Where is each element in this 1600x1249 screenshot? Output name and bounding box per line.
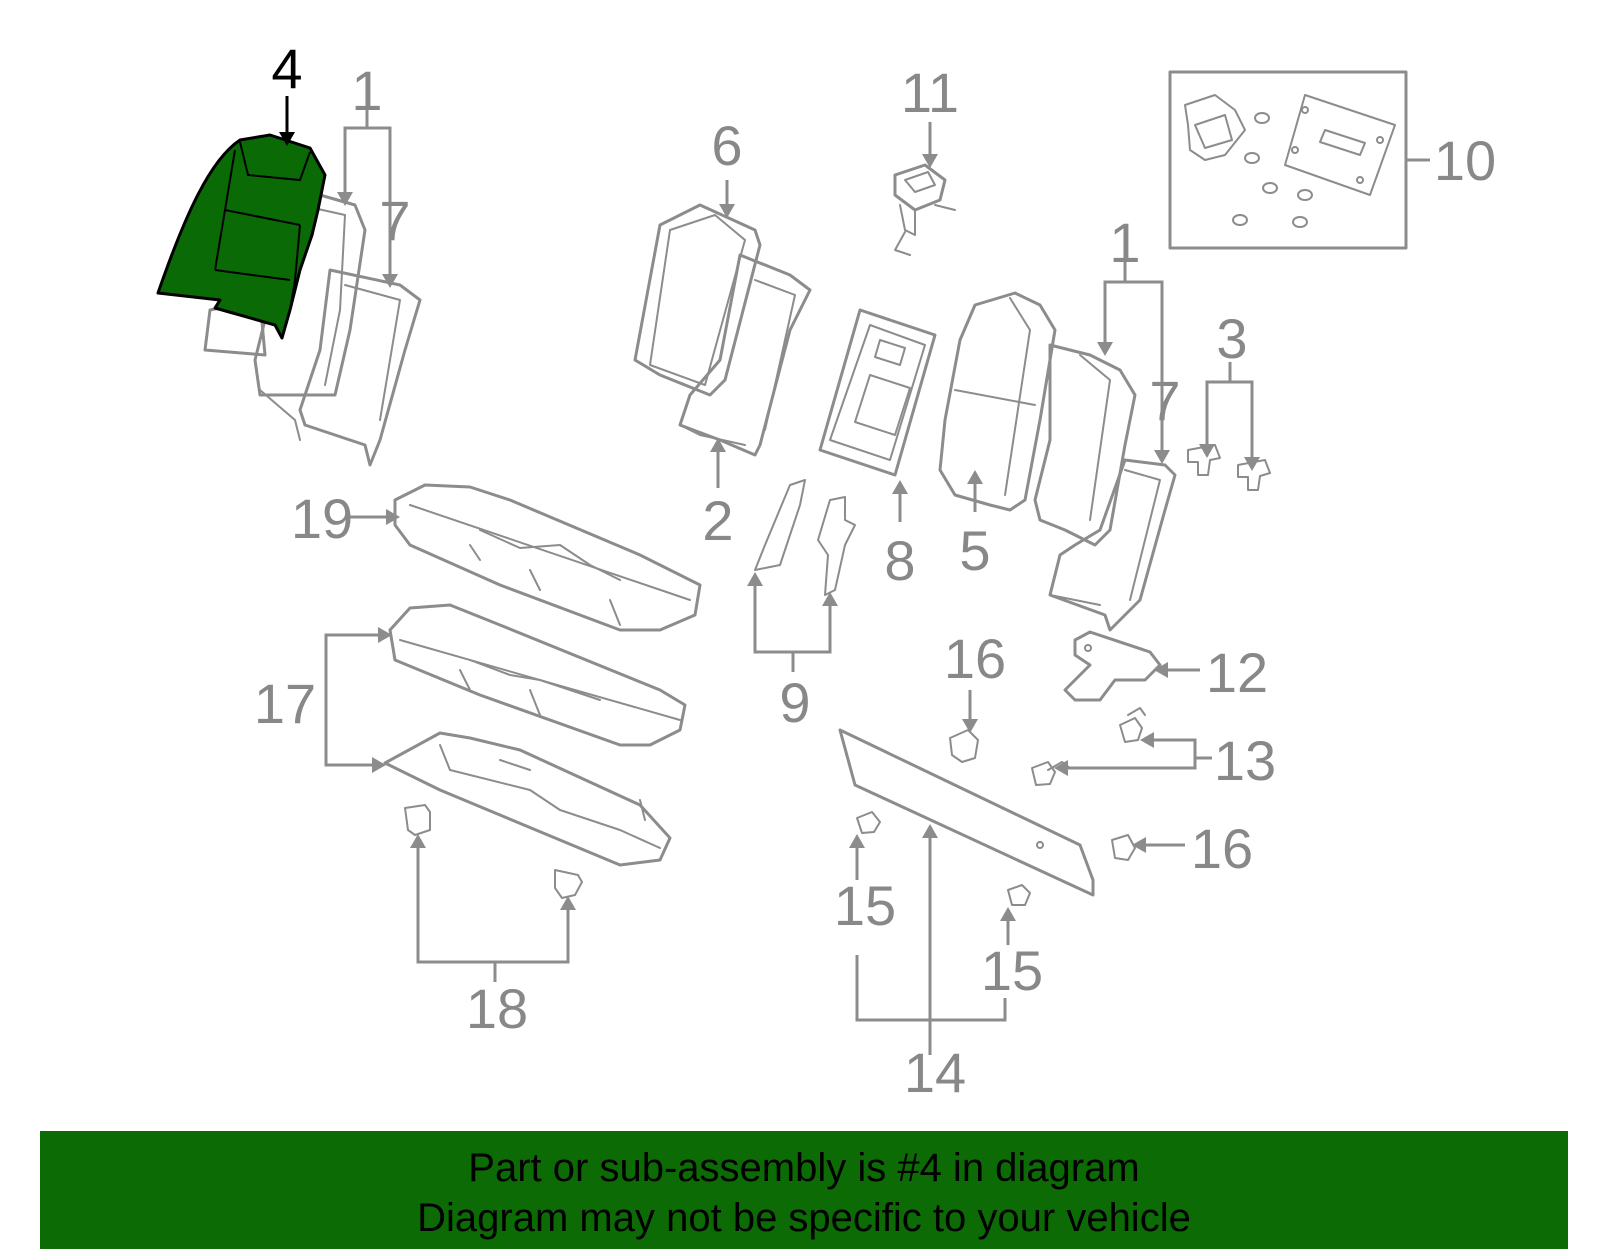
part-10-inset (1168, 70, 1408, 250)
part-18-clips (404, 804, 583, 899)
info-banner: Part or sub-assembly is #4 in diagram Di… (40, 1131, 1568, 1249)
callout-14: 14 (904, 1041, 966, 1104)
callout-7-left: 7 (379, 189, 410, 252)
callout-4: 4 (271, 37, 302, 100)
callout-labels: 4 1 7 6 2 11 8 5 1 7 3 10 19 17 9 18 16 … (254, 37, 1496, 1104)
part-17-cushion (388, 603, 687, 747)
part-8-panel (818, 308, 937, 477)
callout-2: 2 (702, 489, 733, 552)
callout-5: 5 (959, 519, 990, 582)
callout-8: 8 (884, 529, 915, 592)
part-12-bracket (1063, 630, 1162, 702)
callout-16-upper: 16 (944, 627, 1006, 690)
banner-line-1: Part or sub-assembly is #4 in diagram (468, 1146, 1140, 1190)
callout-15-left: 15 (834, 874, 896, 937)
callout-17: 17 (254, 672, 316, 735)
callout-16-lower: 16 (1191, 817, 1253, 880)
callout-18: 18 (466, 977, 528, 1040)
callout-7-right: 7 (1149, 369, 1180, 432)
part-3-clips (1187, 444, 1271, 491)
leader-lines (279, 96, 1430, 1055)
center-seatback (633, 203, 812, 457)
part-11-latch (893, 163, 956, 256)
part-4-highlighted[interactable] (156, 133, 327, 340)
callout-12: 12 (1206, 641, 1268, 704)
callout-9: 9 (779, 671, 810, 734)
callout-3: 3 (1216, 307, 1247, 370)
part-9-brackets (754, 479, 856, 596)
banner-line-2: Diagram may not be specific to your vehi… (417, 1196, 1191, 1240)
callout-11: 11 (901, 61, 959, 124)
left-seatback-frame (203, 193, 422, 467)
callout-19: 19 (291, 487, 353, 550)
callout-13: 13 (1214, 729, 1276, 792)
part-14-trim (838, 728, 1095, 897)
callout-15-right: 15 (981, 939, 1043, 1002)
callout-1-right: 1 (1109, 211, 1140, 274)
callout-6: 6 (711, 114, 742, 177)
callout-10: 10 (1434, 129, 1496, 192)
part-19-cushion (393, 483, 702, 632)
callout-1-left: 1 (351, 59, 382, 122)
part-17-tray (383, 731, 672, 867)
right-seatback (938, 291, 1177, 632)
